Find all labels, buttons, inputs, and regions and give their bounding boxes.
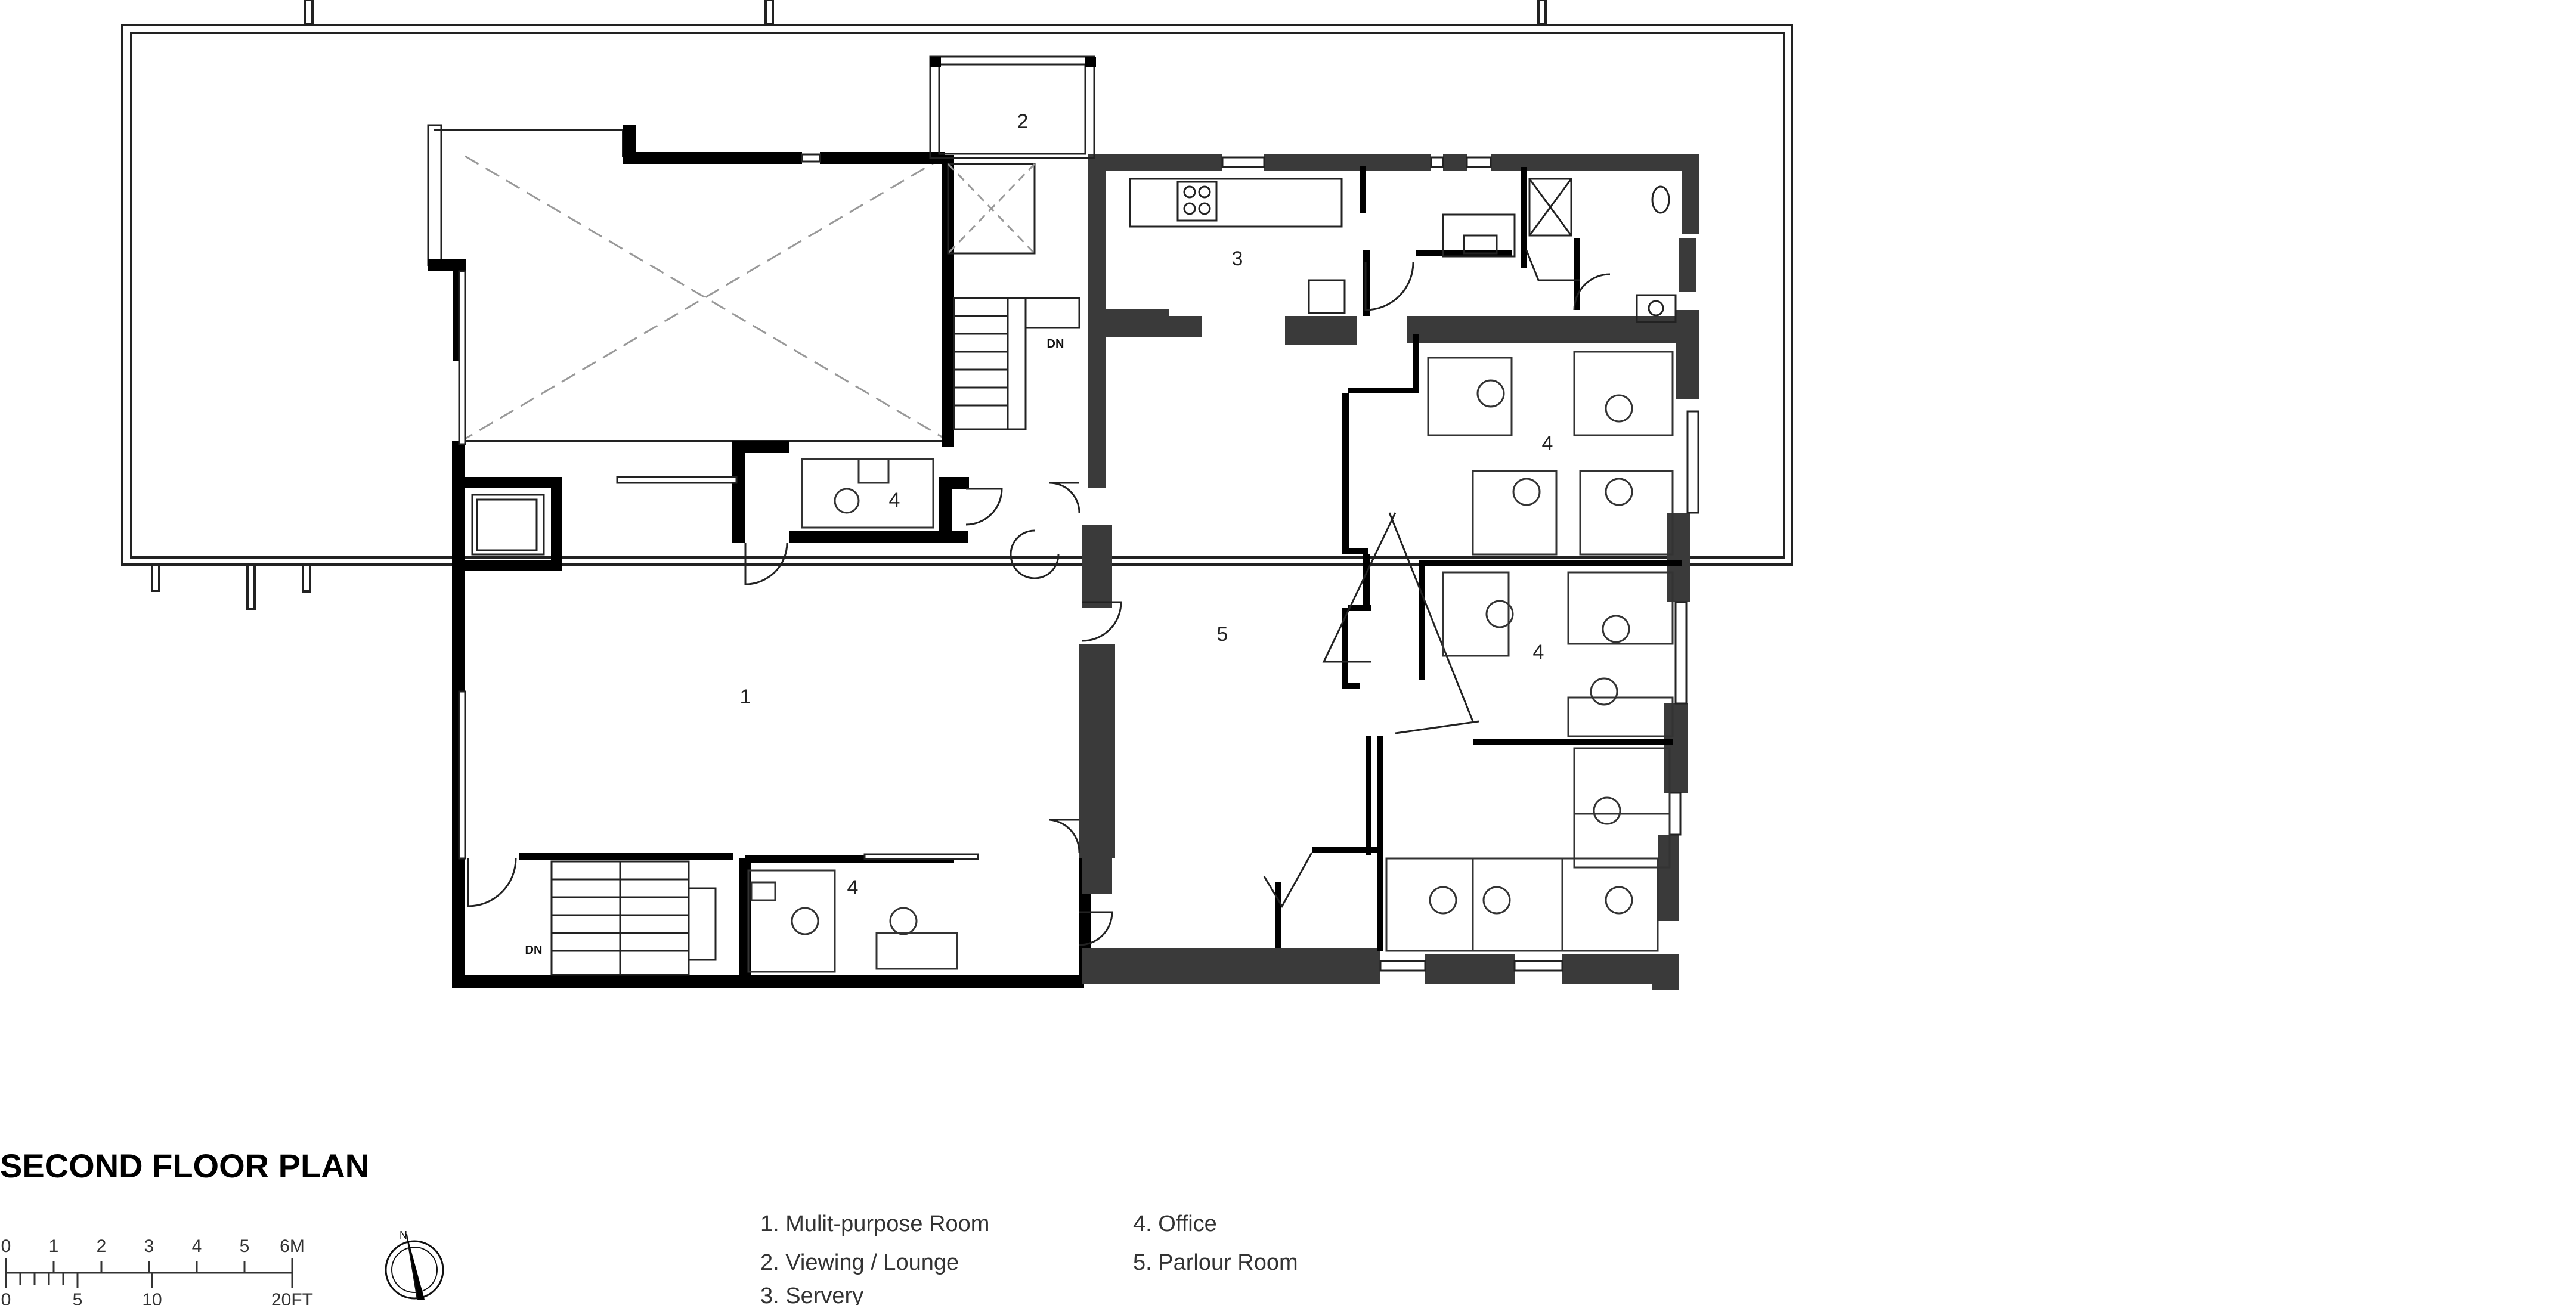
- office-furniture: [747, 351, 1674, 973]
- north-label: N: [400, 1229, 407, 1241]
- stair-south: [550, 860, 717, 976]
- room-labels: 1 2 3 4 4 4 4 4 5 DN DN: [525, 110, 1553, 957]
- stair-label-dn-south: DN: [525, 944, 543, 957]
- stair-viewing: [929, 55, 1095, 430]
- stair-handrail-posts: [930, 57, 941, 67]
- scale-metric-2: 2: [97, 1236, 107, 1256]
- roof-posts: [151, 0, 1547, 610]
- room-number-4a: 4: [889, 489, 900, 512]
- room-number-2: 2: [1017, 110, 1029, 133]
- stair-label-dn-north: DN: [1047, 337, 1064, 351]
- scale-bar: 0 1 2 3 4 5 6M 0 5 10 20FT: [1, 1236, 313, 1305]
- stair-handrail-posts-2: [1085, 57, 1096, 67]
- servery-fixtures: [1129, 178, 1677, 323]
- scale-imperial-10: 10: [142, 1290, 162, 1305]
- legend-item-3: 3. Servery: [760, 1284, 863, 1305]
- legend-item-5: 5. Parlour Room: [1133, 1250, 1298, 1275]
- windows: [458, 153, 1699, 972]
- roof-outline: [121, 24, 1793, 566]
- scale-metric-3: 3: [144, 1236, 154, 1256]
- drawing-title: SECOND FLOOR PLAN: [0, 1147, 369, 1185]
- scale-imperial-5: 5: [73, 1290, 83, 1305]
- door-swings: [467, 250, 1611, 946]
- scale-metric-5: 5: [240, 1236, 250, 1256]
- scale-metric-6m: 6M: [280, 1236, 305, 1256]
- room-number-4b: 4: [1542, 432, 1553, 455]
- scale-imperial-0: 0: [1, 1290, 11, 1305]
- scale-metric-0: 0: [1, 1236, 11, 1256]
- scale-imperial-20ft: 20FT: [271, 1290, 313, 1305]
- scale-metric-4: 4: [192, 1236, 202, 1256]
- legend-item-2: 2. Viewing / Lounge: [760, 1250, 959, 1275]
- room-number-4d: 4: [847, 876, 859, 899]
- legend-item-4: 4. Office: [1133, 1211, 1217, 1236]
- room-number-1: 1: [740, 686, 751, 708]
- legend-item-1: 1. Mulit-purpose Room: [760, 1211, 989, 1236]
- room-number-5: 5: [1217, 623, 1228, 646]
- elevator: [471, 494, 545, 556]
- room-number-3: 3: [1232, 247, 1243, 270]
- open-void: [427, 124, 949, 442]
- room-number-4c: 4: [1533, 641, 1544, 664]
- scale-metric-1: 1: [49, 1236, 59, 1256]
- legend: 1. Mulit-purpose Room 2. Viewing / Loung…: [760, 1211, 1298, 1305]
- north-arrow-icon: N: [385, 1229, 444, 1300]
- existing-walls: [1079, 154, 1699, 990]
